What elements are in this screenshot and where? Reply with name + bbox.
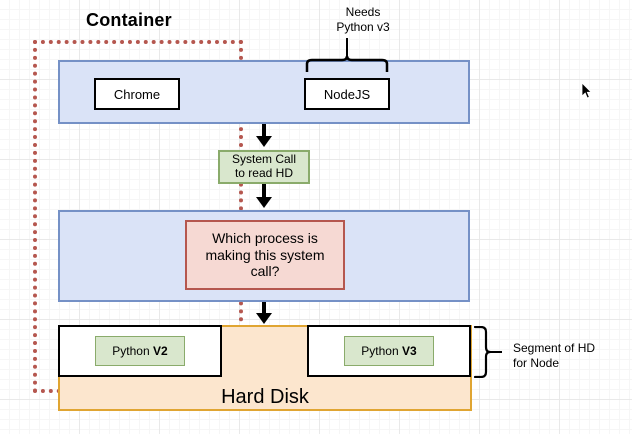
brace-up-icon	[305, 56, 389, 72]
app-box-nodejs-label: NodeJS	[323, 86, 371, 102]
disk-segment-python-v3[interactable]: Python V3	[307, 325, 471, 377]
segment-of-hd-annotation: Segment of HD for Node	[513, 341, 623, 371]
needs-python-line2: Python v3	[336, 20, 390, 34]
segment-annotation-line2: for Node	[513, 356, 560, 370]
hard-disk-label: Hard Disk	[221, 386, 309, 408]
brace-right-icon	[473, 326, 491, 378]
python-v2-pill: Python V2	[95, 336, 185, 366]
python-v3-name: Python	[361, 344, 402, 358]
segment-annotation-line1: Segment of HD	[513, 341, 596, 355]
app-box-chrome-label: Chrome	[113, 86, 161, 102]
python-v2-version: V2	[153, 344, 168, 358]
system-call-line2: to read HD	[234, 166, 293, 180]
app-box-chrome[interactable]: Chrome	[94, 78, 180, 110]
system-call-line1: System Call	[231, 152, 296, 167]
question-box-text: Which process is making this system call…	[205, 229, 325, 280]
needs-python-annotation: Needs Python v3	[318, 5, 408, 35]
system-call-box[interactable]: System Call to read HD	[218, 150, 310, 184]
python-v2-name: Python	[112, 344, 153, 358]
python-v3-pill: Python V3	[344, 336, 434, 366]
disk-segment-python-v2[interactable]: Python V2	[58, 325, 222, 377]
app-box-nodejs[interactable]: NodeJS	[304, 78, 390, 110]
brace-right-stem	[490, 351, 502, 353]
mouse-cursor	[581, 82, 593, 100]
needs-python-line1: Needs	[345, 5, 381, 19]
system-call-text: System Call to read HD	[231, 152, 296, 181]
container-title: Container	[86, 10, 172, 30]
question-box[interactable]: Which process is making this system call…	[185, 220, 345, 290]
python-v3-version: V3	[402, 344, 417, 358]
brace-stem	[346, 38, 348, 57]
